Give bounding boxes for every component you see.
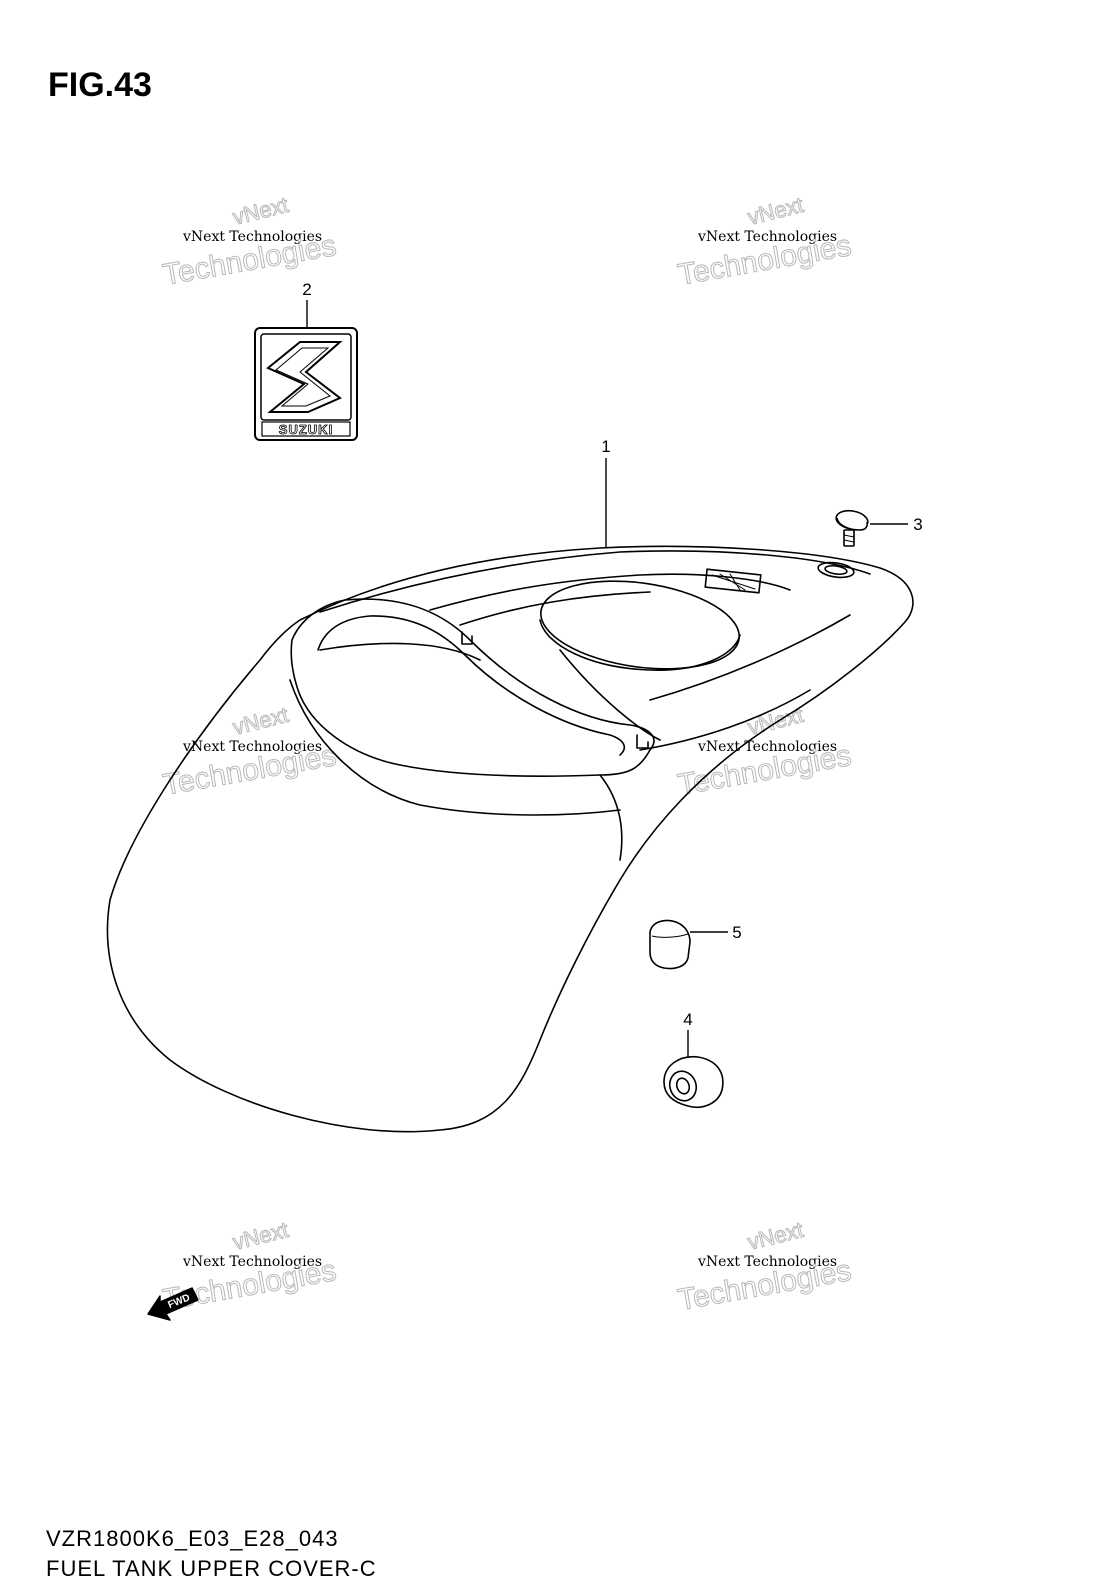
part-4-grommet bbox=[663, 1056, 724, 1108]
watermark-bottom-right: vNext vNext Technologies Technologies bbox=[675, 1216, 854, 1317]
watermark-big-top: vNext bbox=[230, 192, 291, 230]
callout-4: 4 bbox=[683, 1010, 692, 1029]
callout-2: 2 bbox=[302, 280, 311, 299]
watermark-text: vNext Technologies bbox=[697, 739, 837, 755]
part-1-fuel-tank-cover bbox=[106, 545, 914, 1133]
watermark-mid-right: vNext vNext Technologies Technologies bbox=[675, 701, 854, 802]
figure-title: FIG.43 bbox=[48, 66, 152, 104]
suzuki-s-logo-icon bbox=[266, 341, 343, 413]
watermark-text: vNext Technologies bbox=[182, 229, 322, 245]
watermark-big-top: vNext bbox=[230, 702, 291, 740]
callout-3: 3 bbox=[913, 515, 922, 534]
watermark-top-right: vNext vNext Technologies Technologies bbox=[675, 191, 854, 292]
diagram-code: VZR1800K6_E03_E28_043 bbox=[46, 1526, 339, 1551]
callout-5: 5 bbox=[732, 923, 741, 942]
leader-lines bbox=[306, 300, 908, 1058]
watermark-big-top: vNext bbox=[745, 192, 806, 230]
callouts: 1 2 3 4 5 bbox=[302, 280, 922, 1029]
watermark-text: vNext Technologies bbox=[697, 1254, 837, 1270]
watermark-top-left: vNext vNext Technologies Technologies bbox=[160, 191, 339, 292]
callout-1: 1 bbox=[601, 437, 610, 456]
part-2-emblem: SUZUKI bbox=[254, 327, 358, 441]
watermark-big-top: vNext bbox=[230, 1217, 291, 1255]
emblem-text: SUZUKI bbox=[279, 422, 333, 437]
watermark-text: vNext Technologies bbox=[182, 739, 322, 755]
watermark-text: vNext Technologies bbox=[697, 229, 837, 245]
diagram-name: FUEL TANK UPPER COVER-C bbox=[46, 1556, 377, 1581]
watermark-mid-left: vNext vNext Technologies Technologies bbox=[160, 701, 339, 802]
watermark-big-top: vNext bbox=[745, 1217, 806, 1255]
watermark-text: vNext Technologies bbox=[182, 1254, 322, 1270]
part-3-screw bbox=[835, 509, 869, 547]
part-5-cushion bbox=[649, 919, 691, 970]
